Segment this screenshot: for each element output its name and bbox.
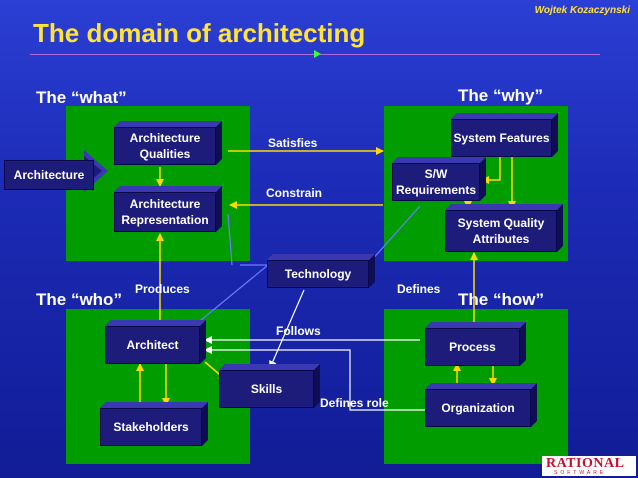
organization-node: Organization [425, 383, 537, 427]
bullet-arrow-icon [314, 50, 321, 58]
relation-defines: Defines [397, 282, 441, 296]
sw-requirements-node: S/W Requirements [392, 157, 486, 201]
rational-logo: RATIONAL SOFTWARE [542, 456, 636, 476]
skills-node: Skills [219, 364, 320, 408]
label-how: The “how” [458, 290, 544, 309]
label-why: The “why” [458, 86, 544, 105]
relation-satisfies: Satisfies [268, 136, 318, 150]
relation-constrain: Constrain [266, 186, 323, 200]
system-quality-attributes-node: System Quality Attributes [445, 204, 563, 252]
architecture-node: Architecture [4, 150, 114, 192]
slide-title: The domain of architecting [33, 18, 366, 48]
relation-defines-role: Defines role [320, 396, 389, 410]
label-who: The “who” [36, 290, 122, 309]
relation-follows: Follows [276, 324, 321, 338]
system-features-node: System Features [451, 113, 558, 157]
architecture-representation-node: Architecture Representation [114, 186, 222, 232]
process-node: Process [425, 322, 526, 366]
author-name: Wojtek Kozaczynski [534, 5, 630, 16]
technology-node: Technology [267, 254, 375, 288]
relation-produces: Produces [135, 282, 190, 296]
stakeholders-node: Stakeholders [100, 402, 208, 446]
label-what: The “what” [36, 88, 127, 107]
architect-node: Architect [105, 320, 206, 364]
architecture-qualities-node: Architecture Qualities [114, 121, 222, 165]
